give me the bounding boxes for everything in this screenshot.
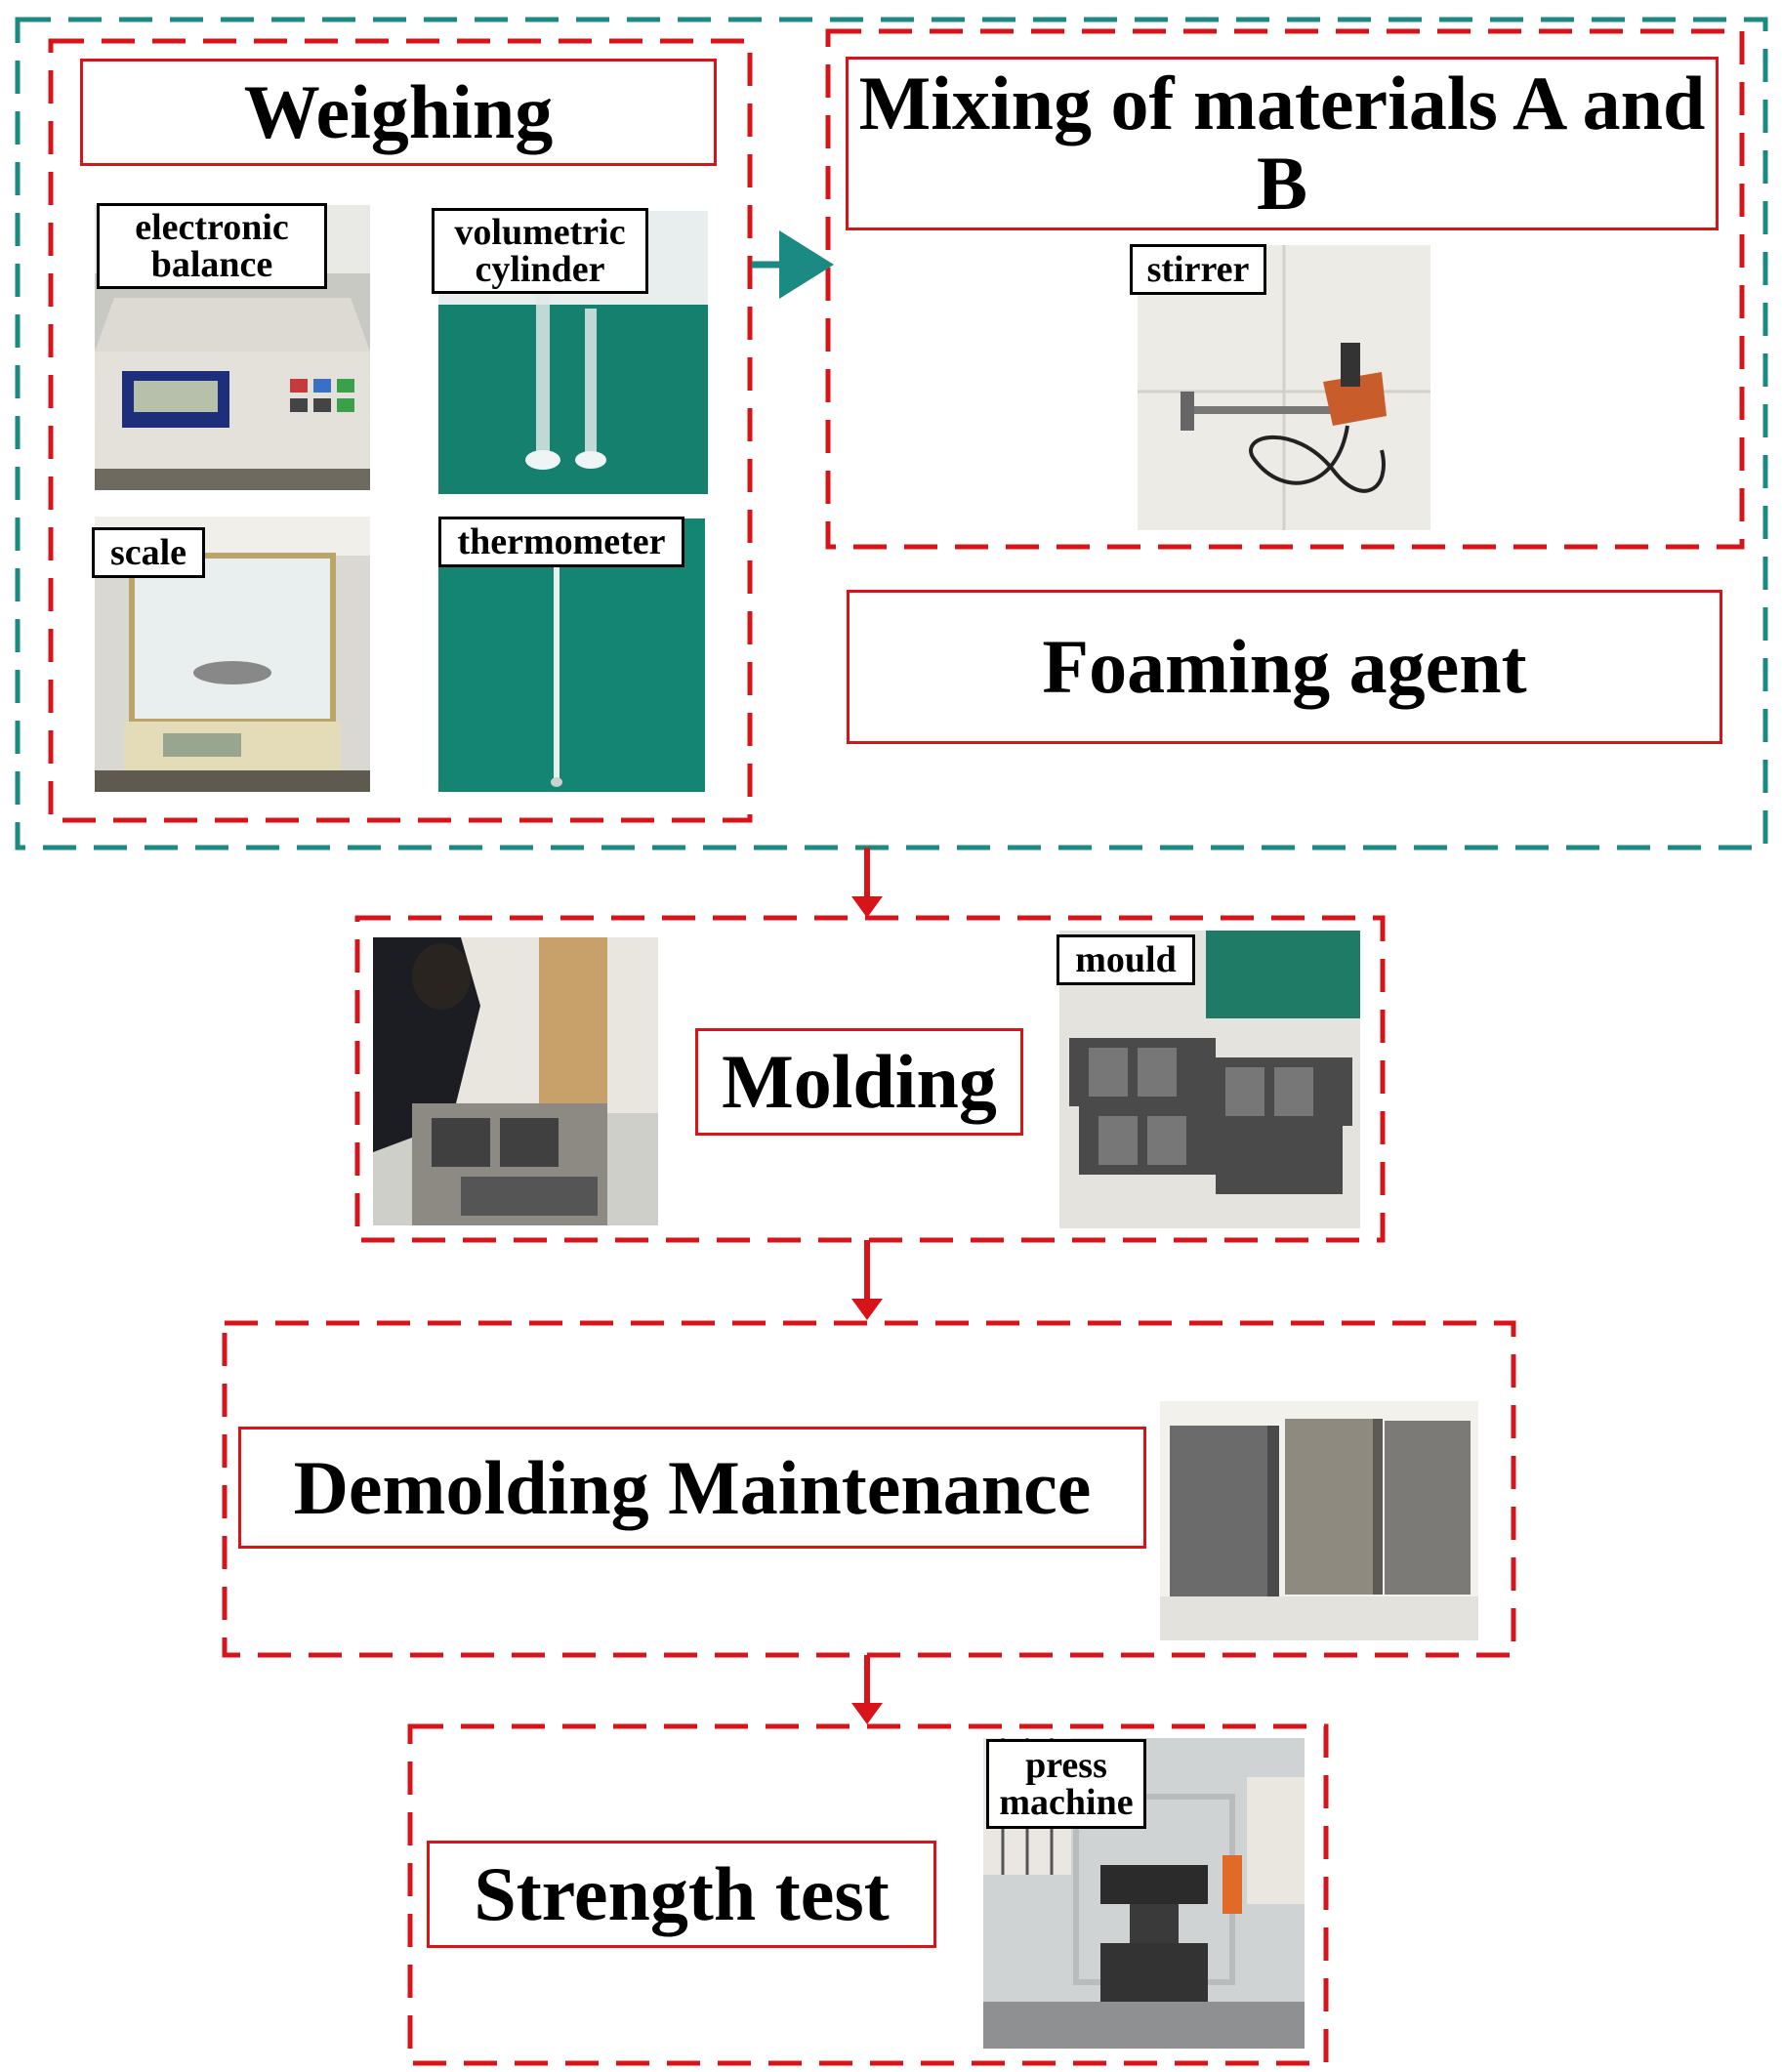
mould-photo (1059, 931, 1360, 1228)
weighing-frame (48, 38, 753, 823)
thermometer-label: thermometer (438, 517, 684, 567)
electronic-balance-label-text: electronic balance (135, 207, 289, 285)
outer-preparation-frame (15, 17, 1768, 850)
down-arrow-3 (851, 1655, 883, 1724)
stirrer-label-text: stirrer (1146, 249, 1250, 290)
demolding-title-text: Demolding Maintenance (293, 1444, 1092, 1530)
demolded-blocks-photo (1160, 1333, 1478, 1640)
foaming-agent-title: Foaming agent (847, 590, 1722, 744)
press-machine-label-text: press machine (999, 1745, 1134, 1823)
volumetric-cylinder-label: volumetric cylinder (432, 208, 648, 294)
foaming-agent-title-text: Foaming agent (1042, 624, 1527, 710)
down-arrow-2 (851, 1240, 883, 1320)
thermometer-label-text: thermometer (457, 521, 666, 562)
molding-title: Molding (695, 1028, 1023, 1136)
mixing-title-text: Mixing of materials A and B (858, 61, 1706, 226)
volumetric-cylinder-label-text: volumetric cylinder (454, 212, 626, 290)
mould-label-text: mould (1075, 939, 1177, 980)
weighing-title-text: Weighing (243, 69, 554, 155)
molding-photo (373, 937, 658, 1225)
press-machine-label: press machine (986, 1739, 1146, 1829)
scale-label-text: scale (109, 532, 187, 573)
mixing-title: Mixing of materials A and B (846, 57, 1719, 230)
weighing-title: Weighing (80, 59, 717, 166)
molding-title-text: Molding (722, 1039, 997, 1125)
scale-label: scale (92, 527, 205, 578)
down-arrow-1 (851, 848, 883, 918)
stirrer-photo (1138, 245, 1430, 530)
mould-label: mould (1057, 934, 1195, 985)
strength-test-title-text: Strength test (474, 1851, 890, 1937)
strength-frame (407, 1723, 1329, 2066)
stirrer-label: stirrer (1130, 244, 1266, 295)
strength-test-title: Strength test (427, 1841, 936, 1948)
demolding-title: Demolding Maintenance (238, 1427, 1146, 1549)
electronic-balance-label: electronic balance (97, 203, 327, 289)
